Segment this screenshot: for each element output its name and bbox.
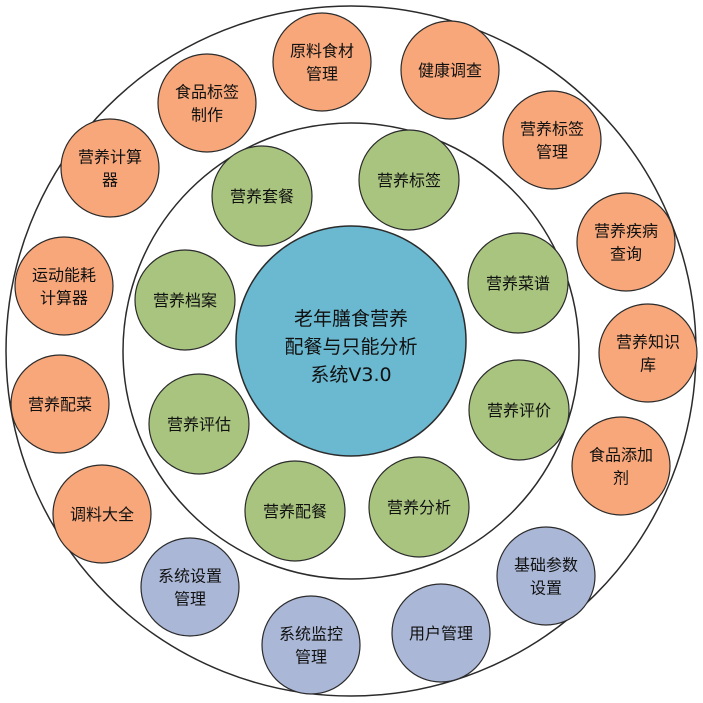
outer-node-label: 基础参数 — [514, 556, 578, 575]
outer-node-label: 营养计算 — [78, 148, 142, 167]
outer-node-label: 食品标签 — [175, 83, 239, 102]
outer-node-circle — [571, 416, 671, 516]
inner-node-circle — [148, 373, 250, 475]
outer-node-label: 计算器 — [40, 289, 88, 308]
inner-node-label: 营养套餐 — [230, 187, 294, 206]
outer-node-label: 管理 — [174, 590, 206, 609]
inner-node-label: 营养标签 — [377, 171, 441, 190]
inner-node-circle — [358, 129, 460, 231]
outer-node-circle — [496, 526, 596, 626]
outer-node-circle — [52, 464, 152, 564]
outer-node-label: 营养疾病 — [594, 222, 658, 241]
inner-node: 营养分析 — [368, 456, 470, 558]
outer-node-label: 系统设置 — [158, 567, 222, 586]
outer-node-circle — [157, 53, 257, 153]
inner-node-label: 营养评价 — [487, 401, 551, 420]
outer-node-circle — [10, 354, 110, 454]
inner-node: 营养菜谱 — [467, 232, 569, 334]
outer-node-label: 调料大全 — [70, 505, 134, 524]
outer-node-circle — [272, 12, 372, 112]
outer-node-label: 库 — [640, 356, 656, 375]
inner-node: 营养标签 — [358, 129, 460, 231]
inner-node: 营养评估 — [148, 373, 250, 475]
inner-node-label: 营养档案 — [153, 291, 217, 310]
outer-node-circle — [60, 118, 160, 218]
center-title-line-3: 系统V3.0 — [310, 364, 391, 386]
outer-node-label: 制作 — [191, 106, 223, 125]
inner-node: 营养配餐 — [244, 460, 346, 562]
outer-node: 调料大全 — [52, 464, 152, 564]
outer-node-circle — [261, 595, 361, 695]
outer-node-label: 剂 — [613, 469, 629, 488]
outer-node-label: 管理 — [536, 143, 568, 162]
outer-node-label: 健康调查 — [418, 61, 482, 80]
inner-node-circle — [244, 460, 346, 562]
outer-node-label: 器 — [102, 171, 118, 190]
inner-node: 营养评价 — [468, 359, 570, 461]
inner-node-label: 营养配餐 — [263, 502, 327, 521]
outer-ring-nodes: 原料食材管理健康调查营养标签管理营养疾病查询营养知识库食品添加剂基础参数设置用户… — [10, 12, 698, 695]
outer-node-label: 营养标签 — [520, 120, 584, 139]
center-title-line-1: 老年膳食营养 — [294, 308, 408, 330]
outer-node-label: 营养配菜 — [28, 395, 92, 414]
outer-node-circle — [391, 583, 491, 683]
center-circle — [235, 225, 467, 457]
inner-node: 营养套餐 — [211, 145, 313, 247]
inner-node-circle — [467, 232, 569, 334]
inner-node-circle — [468, 359, 570, 461]
outer-node-label: 用户管理 — [409, 624, 473, 643]
center-title-line-2: 配餐与只能分析 — [284, 336, 417, 358]
outer-node-label: 食品添加 — [589, 446, 653, 465]
inner-node-label: 营养评估 — [167, 415, 231, 434]
inner-node-circle — [368, 456, 470, 558]
outer-node-label: 营养知识 — [616, 333, 680, 352]
outer-node-label: 原料食材 — [290, 42, 354, 61]
outer-node-circle — [502, 90, 602, 190]
outer-node-label: 设置 — [530, 579, 562, 598]
outer-node-label: 查询 — [610, 245, 642, 264]
outer-node-circle — [14, 236, 114, 336]
outer-node-label: 管理 — [295, 648, 327, 667]
outer-node-circle — [400, 20, 500, 120]
outer-node-circle — [576, 192, 676, 292]
outer-node: 营养配菜 — [10, 354, 110, 454]
outer-node-label: 运动能耗 — [32, 266, 96, 285]
center-node: 老年膳食营养 配餐与只能分析 系统V3.0 — [235, 225, 467, 457]
inner-node-circle — [211, 145, 313, 247]
inner-node-circle — [134, 249, 236, 351]
outer-node-circle — [598, 303, 698, 403]
inner-node: 营养档案 — [134, 249, 236, 351]
outer-node-label: 管理 — [306, 65, 338, 84]
outer-node-label: 系统监控 — [279, 625, 343, 644]
inner-node-label: 营养菜谱 — [486, 274, 550, 293]
inner-node-label: 营养分析 — [387, 498, 451, 517]
outer-node: 健康调查 — [400, 20, 500, 120]
outer-node: 用户管理 — [391, 583, 491, 683]
outer-node-circle — [140, 537, 240, 637]
